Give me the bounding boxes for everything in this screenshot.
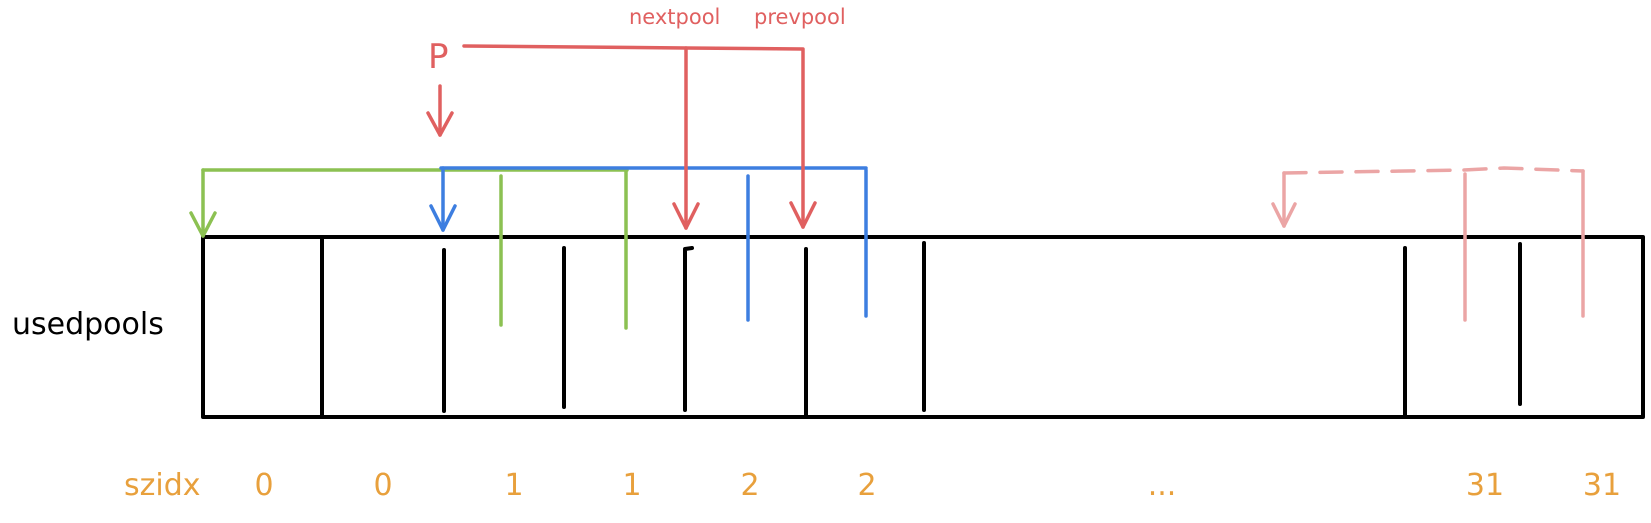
class0-arrowhead	[189, 211, 217, 238]
szidx-row: szidx 0 0 1 1 2 2 ... 31 31	[124, 468, 1621, 503]
class31-dashed-line	[1282, 166, 1585, 175]
usedpools-array	[201, 235, 1645, 419]
szidx-value: 2	[740, 468, 759, 503]
szidx-value: 31	[1466, 468, 1504, 503]
class31-links	[1271, 166, 1585, 322]
pointer-arrowhead	[426, 111, 454, 137]
pointer-link-line	[684, 46, 805, 229]
array-outline	[201, 235, 1645, 419]
class31-arrowhead	[1271, 202, 1297, 228]
szidx-value: 31	[1583, 468, 1621, 503]
pointer-label: P	[428, 37, 449, 77]
szidx-value: 2	[857, 468, 876, 503]
cell-divider	[683, 246, 694, 412]
pointer-p: P nextpool prevpool	[426, 5, 846, 230]
prevpool-arrowhead	[789, 201, 817, 229]
prevpool-label: prevpool	[754, 5, 846, 29]
pointer-link-line	[462, 44, 688, 230]
class0-links	[189, 168, 629, 330]
nextpool-label: nextpool	[629, 5, 720, 29]
szidx-label: szidx	[124, 468, 201, 503]
szidx-value: ...	[1148, 468, 1177, 503]
class1-arrowhead	[429, 204, 457, 232]
szidx-value: 1	[504, 468, 523, 503]
szidx-value: 0	[373, 468, 392, 503]
szidx-value: 0	[254, 468, 273, 503]
class1-links	[429, 166, 868, 322]
nextpool-arrowhead	[672, 202, 700, 230]
row-label: usedpools	[12, 307, 164, 342]
szidx-value: 1	[622, 468, 641, 503]
